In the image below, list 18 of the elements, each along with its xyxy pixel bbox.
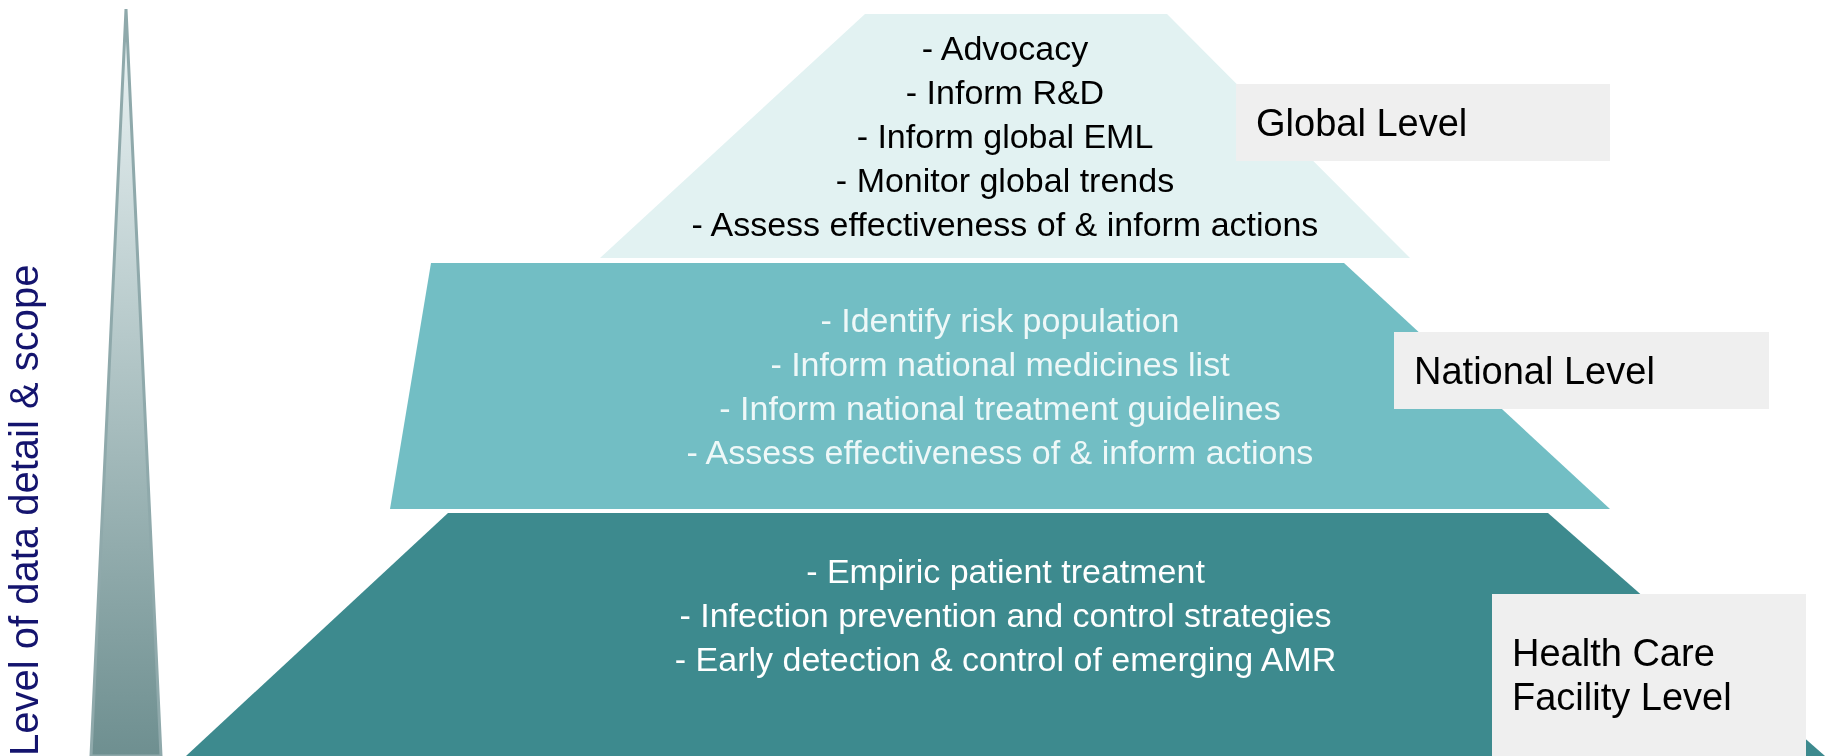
list-item: - Assess effectiveness of & inform actions: [691, 204, 1319, 245]
axis-label: Level of data detail & scope: [2, 263, 47, 756]
list-item: - Identify risk population: [820, 300, 1180, 341]
list-item: - Infection prevention and control strategies: [679, 594, 1332, 636]
list-item: - Inform R&D: [905, 72, 1105, 113]
list-item: - Monitor global trends: [835, 160, 1175, 201]
list-item: - Advocacy: [921, 28, 1089, 69]
list-item: - Inform global EML: [856, 116, 1154, 157]
level-label-box: [1236, 84, 1610, 161]
level-label: Global Level: [1256, 100, 1468, 145]
level-label: Health Care Facility Level: [1512, 631, 1733, 719]
level-label-box: [1394, 332, 1769, 409]
list-item: - Assess effectiveness of & inform actions: [686, 432, 1314, 473]
level-label: National Level: [1414, 348, 1655, 393]
list-item: - Early detection & control of emerging AMR: [674, 638, 1337, 680]
list-item: - Inform national treatment guidelines: [719, 388, 1281, 429]
list-item: - Empiric patient treatment: [806, 550, 1205, 592]
list-item: - Inform national medicines list: [770, 344, 1230, 385]
